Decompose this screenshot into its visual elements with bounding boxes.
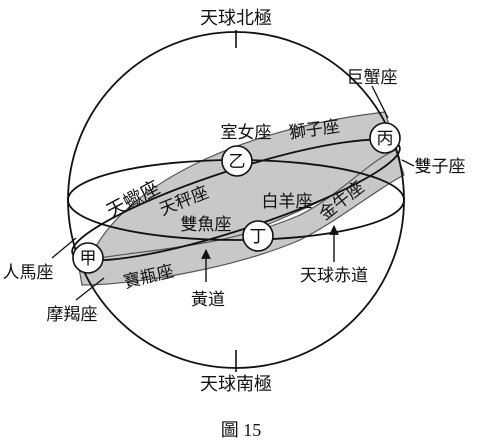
- point-ding-label: 丁: [250, 227, 267, 246]
- point-bing-label: 丙: [377, 129, 394, 148]
- north-pole-label: 天球北極: [200, 8, 272, 28]
- point-jia: 甲: [72, 242, 104, 274]
- capricorn-label: 摩羯座: [47, 305, 98, 324]
- point-yi: 乙: [221, 145, 253, 177]
- pisces-label: 雙魚座: [181, 215, 232, 234]
- ecliptic-label: 黃道: [191, 290, 225, 309]
- figure-caption: 圖 15: [221, 420, 262, 440]
- point-jia-label: 甲: [80, 249, 97, 268]
- gemini-pointer: [401, 159, 415, 167]
- sagittarius-label: 人馬座: [3, 263, 54, 282]
- gemini-label: 雙子座: [415, 157, 466, 176]
- point-ding: 丁: [242, 220, 274, 252]
- cancer-pointer: [371, 85, 389, 119]
- cancer-label: 巨蟹座: [347, 68, 398, 87]
- point-yi-label: 乙: [229, 152, 246, 171]
- equator-label: 天球赤道: [300, 266, 368, 285]
- point-bing: 丙: [369, 122, 401, 154]
- capricorn-pointer: [75, 277, 105, 301]
- sagittarius-pointer: [51, 237, 77, 259]
- south-pole-label: 天球南極: [200, 374, 272, 394]
- virgo-label: 室女座: [221, 123, 272, 142]
- aries-label: 白羊座: [262, 192, 313, 211]
